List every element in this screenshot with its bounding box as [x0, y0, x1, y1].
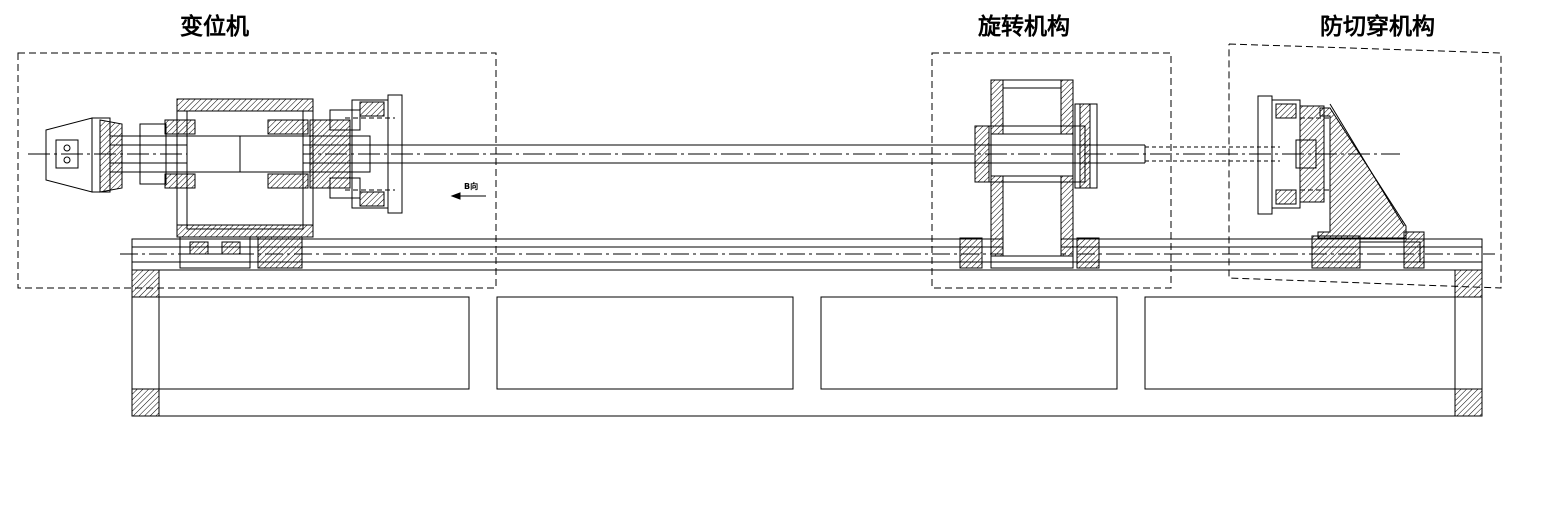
rotation-mechanism-label: 旋转机构: [978, 14, 1070, 40]
anti-cut-group-box: [1229, 44, 1501, 288]
view-direction-label: B向: [464, 182, 479, 191]
rotation-group-box: [932, 53, 1171, 288]
positioner-chuck: [345, 95, 402, 213]
anti-cut-mechanism: [1258, 96, 1424, 268]
lower-guide-rail: [120, 239, 1495, 270]
positioner-motor: [46, 118, 122, 192]
positioner-gearbox: [140, 99, 313, 237]
base-frame: [132, 270, 1482, 416]
positioner-label: 变位机: [180, 14, 249, 40]
rotation-mechanism: [960, 80, 1099, 268]
positioner-rail-carriage: [180, 237, 302, 268]
view-direction-arrow: [452, 193, 486, 199]
positioner-group-box: [18, 53, 496, 288]
anti-cut-mechanism-label: 防切穿机构: [1320, 14, 1435, 40]
positioner-spindle-housing: [110, 110, 370, 198]
